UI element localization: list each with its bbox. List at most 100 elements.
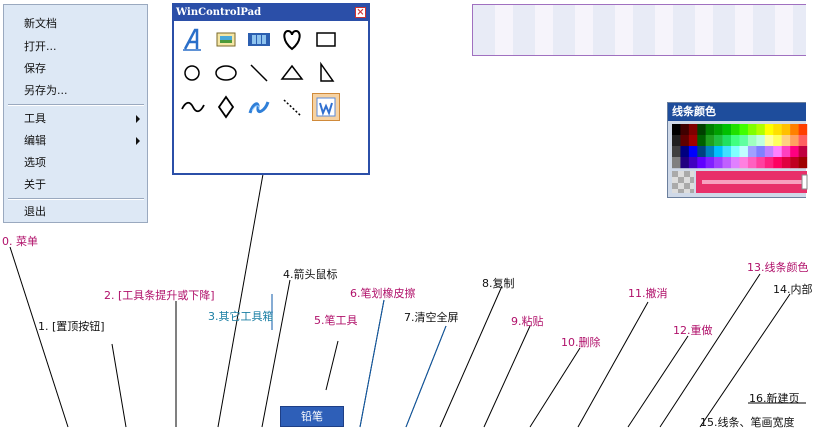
circle-tool-icon[interactable] <box>179 59 207 87</box>
menu-item-new-document[interactable]: 新文档 <box>24 17 57 30</box>
color-swatch[interactable] <box>714 124 723 136</box>
curve-tool-icon[interactable] <box>179 93 207 121</box>
color-swatch[interactable] <box>672 157 681 169</box>
color-swatch[interactable] <box>781 146 791 158</box>
color-swatch[interactable] <box>688 146 698 158</box>
color-swatch[interactable] <box>697 146 706 158</box>
color-swatch[interactable] <box>688 124 698 136</box>
color-swatch[interactable] <box>739 157 749 169</box>
diamond-tool-icon[interactable] <box>212 93 240 121</box>
color-swatch[interactable] <box>747 157 757 169</box>
color-swatch[interactable] <box>722 135 732 147</box>
color-swatch[interactable] <box>697 124 706 136</box>
color-swatch[interactable] <box>781 135 791 147</box>
rectangle-tool-icon[interactable] <box>312 25 340 53</box>
color-swatch[interactable] <box>756 135 766 147</box>
color-swatch[interactable] <box>790 135 799 147</box>
color-swatch[interactable] <box>705 124 715 136</box>
heart-tool-icon[interactable] <box>278 25 306 53</box>
color-swatch[interactable] <box>731 135 740 147</box>
text-tool-icon[interactable] <box>179 25 207 53</box>
color-swatch[interactable] <box>697 135 706 147</box>
color-swatch[interactable] <box>672 124 681 136</box>
color-swatch[interactable] <box>714 135 723 147</box>
close-icon[interactable]: × <box>355 7 366 18</box>
line-tool-icon[interactable] <box>245 59 273 87</box>
annotation-line-width: 15.线条、笔画宽度 <box>700 416 795 429</box>
color-swatch[interactable] <box>680 157 690 169</box>
color-swatch[interactable] <box>680 135 690 147</box>
color-swatch[interactable] <box>756 157 766 169</box>
color-swatch[interactable] <box>688 135 698 147</box>
color-swatch[interactable] <box>781 157 791 169</box>
color-swatch[interactable] <box>731 157 740 169</box>
color-swatch[interactable] <box>790 146 799 158</box>
color-swatch[interactable] <box>731 146 740 158</box>
color-swatch[interactable] <box>773 157 782 169</box>
color-swatch[interactable] <box>773 135 782 147</box>
color-swatch[interactable] <box>747 135 757 147</box>
annotation-line-color: 13.线条颜色 <box>747 261 809 274</box>
color-swatch[interactable] <box>714 157 723 169</box>
color-swatch[interactable] <box>705 146 715 158</box>
color-swatch[interactable] <box>722 157 732 169</box>
annotation-copy: 8.复制 <box>482 277 515 290</box>
line-color-slider[interactable] <box>672 171 808 193</box>
color-swatch[interactable] <box>790 124 799 136</box>
color-swatch[interactable] <box>722 124 732 136</box>
menu-item-about[interactable]: 关于 <box>24 178 46 191</box>
color-swatch-grid[interactable] <box>672 124 808 169</box>
color-swatch[interactable] <box>747 146 757 158</box>
color-swatch[interactable] <box>739 124 749 136</box>
color-swatch[interactable] <box>798 146 808 158</box>
annotation-menu: 0. 菜单 <box>2 235 38 248</box>
color-swatch[interactable] <box>705 157 715 169</box>
blurred-toolbar <box>472 4 806 56</box>
image-tool-icon[interactable] <box>212 25 240 53</box>
color-swatch[interactable] <box>739 135 749 147</box>
dashed-line-tool-icon[interactable] <box>278 93 306 121</box>
color-swatch[interactable] <box>790 157 799 169</box>
squiggle-tool-icon[interactable] <box>245 93 273 121</box>
color-swatch[interactable] <box>672 135 681 147</box>
color-swatch[interactable] <box>705 135 715 147</box>
color-swatch[interactable] <box>756 146 766 158</box>
menu-item-exit[interactable]: 退出 <box>24 205 46 218</box>
color-swatch[interactable] <box>781 124 791 136</box>
annotation-inner: 14.内部 <box>773 283 813 296</box>
color-swatch[interactable] <box>773 146 782 158</box>
pencil-button[interactable]: 铅笔 <box>280 406 344 427</box>
color-swatch[interactable] <box>798 124 808 136</box>
color-swatch[interactable] <box>672 146 681 158</box>
control-pad-titlebar[interactable]: WinControlPad × <box>174 5 368 21</box>
color-swatch[interactable] <box>722 146 732 158</box>
color-swatch[interactable] <box>739 146 749 158</box>
menu-item-edit[interactable]: 编辑 <box>24 134 46 147</box>
color-swatch[interactable] <box>697 157 706 169</box>
line-color-panel: 线条颜色 <box>667 102 808 198</box>
color-swatch[interactable] <box>680 146 690 158</box>
color-swatch[interactable] <box>747 124 757 136</box>
color-swatch[interactable] <box>773 124 782 136</box>
right-triangle-tool-icon[interactable] <box>312 59 340 87</box>
triangle-tool-icon[interactable] <box>278 59 306 87</box>
color-swatch[interactable] <box>688 157 698 169</box>
menu-item-save[interactable]: 保存 <box>24 62 46 75</box>
color-swatch[interactable] <box>764 124 774 136</box>
menu-item-tools[interactable]: 工具 <box>24 112 46 125</box>
menu-item-options[interactable]: 选项 <box>24 156 46 169</box>
color-swatch[interactable] <box>798 157 808 169</box>
filmstrip-tool-icon[interactable] <box>245 25 273 53</box>
w-marker-tool-icon[interactable] <box>312 93 340 121</box>
ellipse-tool-icon[interactable] <box>212 59 240 87</box>
color-swatch[interactable] <box>798 135 808 147</box>
color-swatch[interactable] <box>764 157 774 169</box>
color-swatch[interactable] <box>764 135 774 147</box>
color-swatch[interactable] <box>714 146 723 158</box>
menu-item-save-as[interactable]: 另存为... <box>24 84 68 97</box>
menu-item-open[interactable]: 打开... <box>24 40 57 53</box>
color-swatch[interactable] <box>680 124 690 136</box>
color-swatch[interactable] <box>731 124 740 136</box>
color-swatch[interactable] <box>756 124 766 136</box>
color-swatch[interactable] <box>764 146 774 158</box>
